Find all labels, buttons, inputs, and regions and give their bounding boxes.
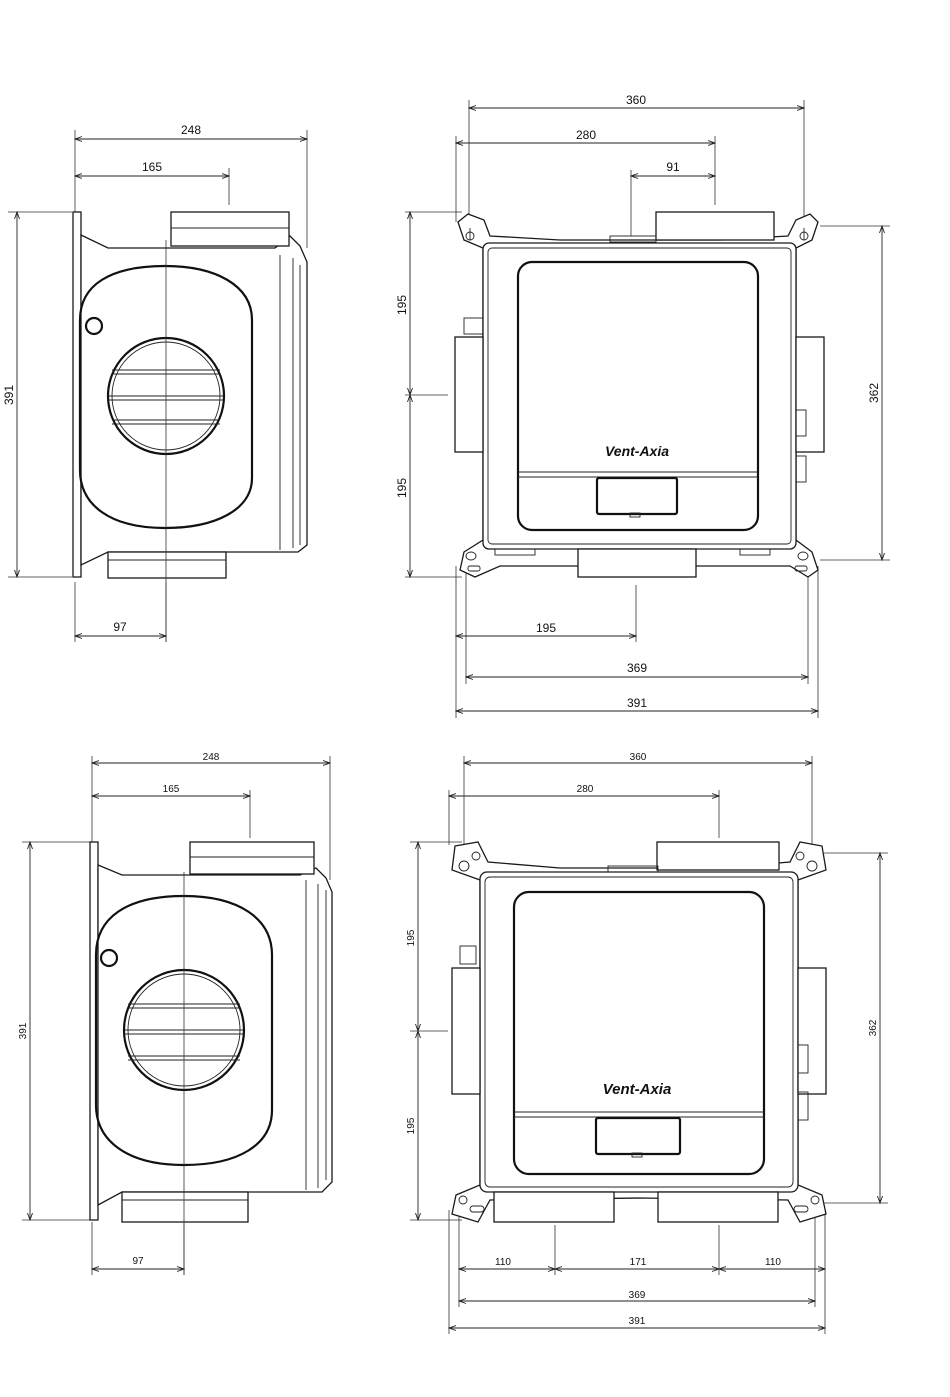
dim-label-195-upper: 195	[406, 929, 417, 946]
dim-label-248: 248	[181, 123, 201, 137]
top-spigot	[657, 842, 779, 870]
bottom-spigot-left	[494, 1192, 614, 1222]
bottom-spigot	[122, 1192, 248, 1222]
right-spigot	[796, 337, 824, 452]
dim-label-171: 171	[630, 1257, 647, 1268]
bottom-spigot	[578, 549, 696, 577]
top-spigot	[171, 212, 289, 246]
dim-label-360: 360	[626, 93, 646, 107]
front-view-bottom: 360 280 195 195 362 110 171 110 369 391	[406, 752, 888, 1334]
dim-label-280: 280	[577, 784, 594, 795]
dim-label-195-lower: 195	[406, 1117, 417, 1134]
bottom-spigot	[108, 552, 226, 578]
dim-label-248: 248	[203, 752, 220, 763]
dim-label-97: 97	[113, 620, 127, 634]
dim-label-195-bottom: 195	[536, 621, 556, 635]
dim-label-195-upper: 195	[395, 295, 409, 315]
dim-label-91: 91	[666, 160, 680, 174]
dim-label-391-vertical: 391	[2, 385, 16, 405]
dim-label-110-left: 110	[495, 1257, 511, 1268]
left-spigot	[452, 968, 480, 1094]
dim-label-165: 165	[163, 784, 180, 795]
side-view-top: 248 165 391 97	[2, 123, 307, 642]
dim-label-369: 369	[627, 661, 647, 675]
dim-label-369: 369	[629, 1290, 646, 1301]
bottom-spigot-right	[658, 1192, 778, 1222]
dim-label-165: 165	[142, 160, 162, 174]
unit-body-side	[98, 865, 332, 1205]
dim-label-391-bottom: 391	[629, 1316, 646, 1327]
right-spigot	[798, 968, 826, 1094]
brand-logo: Vent-Axia	[603, 1081, 672, 1098]
dim-label-391-bottom: 391	[627, 696, 647, 710]
dim-label-391-vertical: 391	[18, 1022, 29, 1039]
front-view-top: 360 280 91 195 195 362 195 369 391	[395, 93, 890, 718]
brand-logo: Vent-Axia	[605, 443, 669, 459]
unit-casing	[480, 872, 798, 1192]
top-spigot	[190, 842, 314, 874]
top-spigot	[656, 212, 774, 240]
dim-label-97: 97	[132, 1256, 144, 1267]
dim-label-280: 280	[576, 128, 596, 142]
dim-label-362: 362	[867, 383, 881, 403]
dim-label-360: 360	[630, 752, 647, 763]
side-view-bottom: 248 165 391 97	[18, 752, 332, 1275]
unit-casing	[483, 243, 796, 549]
dim-label-362: 362	[868, 1019, 879, 1036]
dim-label-110-right: 110	[765, 1257, 781, 1268]
left-spigot	[455, 337, 483, 452]
dim-label-195-lower: 195	[395, 478, 409, 498]
